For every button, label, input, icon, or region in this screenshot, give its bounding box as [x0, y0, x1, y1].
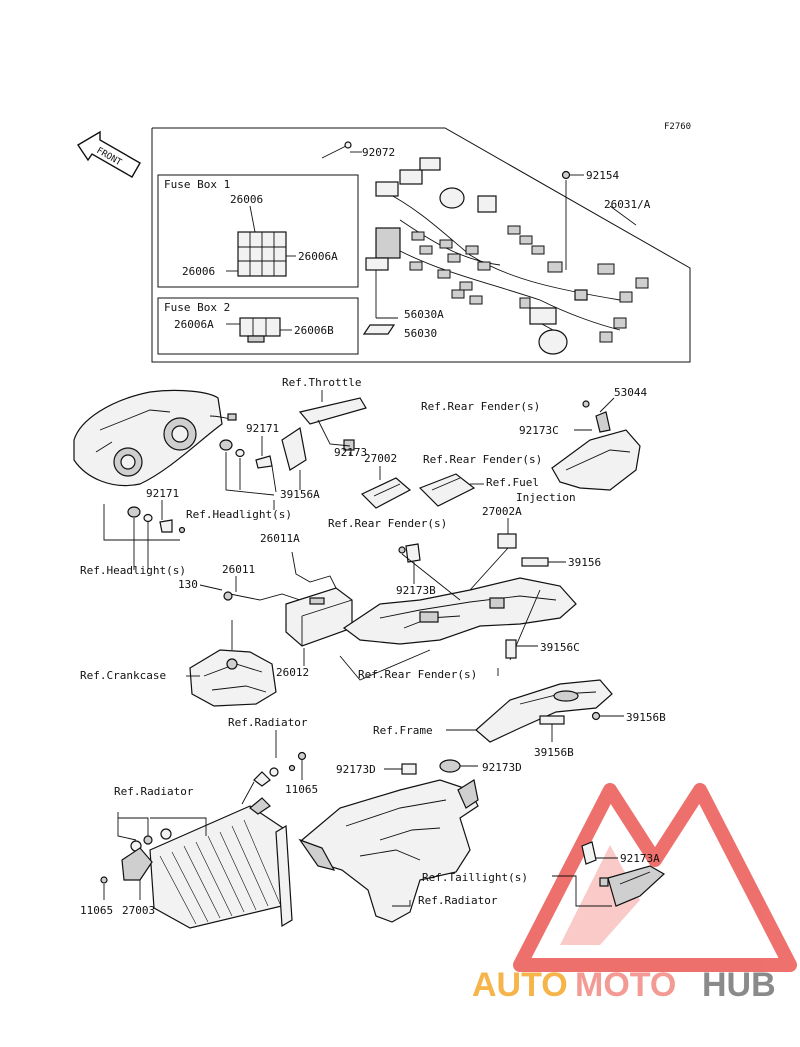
battery-tray-icon: [342, 577, 577, 645]
taillight-clip-icon: [581, 841, 666, 907]
label-92173A: 92173A: [620, 852, 660, 865]
watermark-hub: HUB: [702, 966, 776, 1004]
throttle-bracket-icon: [281, 397, 367, 471]
label-92171-upper: 92171: [246, 422, 279, 435]
label-39156: 39156: [568, 556, 601, 569]
battery-26012-icon: [285, 587, 353, 647]
label-ref-fuel: Ref.Fuel: [486, 476, 539, 489]
label-ref-radiator-2: Ref.Radiator: [114, 785, 194, 798]
label-11065-lower: 11065: [80, 904, 113, 917]
label-headlight-lower: Ref.Headlight(s): [80, 564, 186, 577]
label-headlight-upper: Ref.Headlight(s): [186, 508, 292, 521]
clamp-92072-icon: [321, 141, 352, 159]
label-92173: 92173: [334, 446, 367, 459]
label-56030: 56030: [404, 327, 437, 340]
label-ref-throttle: Ref.Throttle: [282, 376, 361, 389]
label-92154: 92154: [586, 169, 619, 182]
label-130: 130: [178, 578, 198, 591]
cable-26011-icon: [229, 593, 301, 601]
pad-39156B-icon: [539, 715, 565, 725]
label-39156C: 39156C: [540, 641, 580, 654]
bolt-92154-icon: [561, 170, 571, 180]
label-11065-upper: 11065: [285, 783, 318, 796]
seat-cowl-icon: [475, 679, 613, 743]
watermark-auto: AUTO: [472, 966, 568, 1004]
label-ref-taillight: Ref.Taillight(s): [422, 871, 528, 884]
label-92072: 92072: [362, 146, 395, 159]
label-ref-frame: Ref.Frame: [373, 724, 433, 737]
grommets-92171-upper-icon: [219, 439, 273, 469]
label-rear-fender-2: Ref.Rear Fender(s): [423, 453, 542, 466]
wiring-harness-icon: [365, 157, 649, 355]
watermark-text: AUTO MOTO HUB: [472, 966, 776, 1004]
fuse-box-1-title: Fuse Box 1: [164, 178, 230, 191]
screw-39156B-icon: [591, 711, 601, 721]
label-27002A: 27002A: [482, 505, 522, 518]
label-26012: 26012: [276, 666, 309, 679]
label-92173B: 92173B: [396, 584, 436, 597]
fuse-box-1-part-1: 26006: [230, 193, 263, 206]
label-ref-radiator-3: Ref.Radiator: [418, 894, 498, 907]
fuse-box-2-icon: [226, 317, 292, 343]
fuse-box-1-icon: [226, 205, 296, 277]
label-27003: 27003: [122, 904, 155, 917]
headlight-assembly-icon: [73, 389, 237, 487]
label-26011A: 26011A: [260, 532, 300, 545]
bolt-130-icon: [223, 591, 233, 601]
fuse-box-2-part-2: 26006B: [294, 324, 334, 337]
label-26011: 26011: [222, 563, 255, 576]
label-rear-fender-4: Ref.Rear Fender(s): [358, 668, 477, 681]
label-92173D-right: 92173D: [482, 761, 522, 774]
label-92173D-left: 92173D: [336, 763, 376, 776]
radiator-mounts-left-icon: [121, 828, 172, 881]
screw-icon: [398, 546, 406, 554]
clip-92173D-left-icon: [401, 763, 417, 775]
watermark-logo: [513, 783, 797, 972]
cable-26011A-icon: [291, 551, 341, 597]
fuse-box-2-part-1: 26006A: [174, 318, 214, 331]
label-ref-injection: Injection: [516, 491, 576, 504]
front-arrow-icon: FRONT: [77, 130, 141, 178]
radiator-mounts-upper-icon: [253, 751, 307, 787]
bolt-11065-lower-icon: [100, 876, 108, 884]
harness-frame: [151, 127, 691, 363]
rear-fender-part-icon: [551, 411, 641, 491]
pad-39156C-icon: [505, 639, 517, 659]
fuse-box-2-frame: [157, 297, 359, 355]
label-39156B-bottom: 39156B: [534, 746, 574, 759]
fuse-box-1-part-3: 26006: [182, 265, 215, 278]
radiator-icon: [149, 797, 293, 929]
label-rear-fender-3: Ref.Rear Fender(s): [328, 517, 447, 530]
lower-cowl-icon: [298, 779, 479, 923]
label-92171-lower: 92171: [146, 487, 179, 500]
label-56030A: 56030A: [404, 308, 444, 321]
label-26031-A: 26031/A: [604, 198, 651, 211]
grommets-92171-lower-icon: [127, 506, 186, 534]
bolt-icon: [582, 400, 590, 408]
label-53044: 53044: [614, 386, 647, 399]
label-92173C: 92173C: [519, 424, 559, 437]
clip-92173D-right-icon: [439, 759, 461, 773]
watermark-moto: MOTO: [575, 966, 676, 1004]
relay-27002-icon: [360, 473, 476, 509]
tie-56030-icon: [362, 324, 396, 335]
pad-39156-icon: [521, 557, 549, 567]
label-39156B-right: 39156B: [626, 711, 666, 724]
fuse-box-1-frame: [157, 174, 359, 288]
label-rear-fender-1: Ref.Rear Fender(s): [421, 400, 540, 413]
label-39156A: 39156A: [280, 488, 320, 501]
figure-code: F2760: [664, 122, 691, 132]
clip-92173B-icon: [405, 543, 421, 563]
label-27002: 27002: [364, 452, 397, 465]
fuse-box-1-part-2: 26006A: [298, 250, 338, 263]
fuse-box-2-title: Fuse Box 2: [164, 301, 230, 314]
relay-27002A-icon: [497, 533, 517, 549]
label-ref-radiator-1: Ref.Radiator: [228, 716, 308, 729]
label-ref-crankcase: Ref.Crankcase: [80, 669, 166, 682]
crankcase-icon: [189, 649, 277, 707]
